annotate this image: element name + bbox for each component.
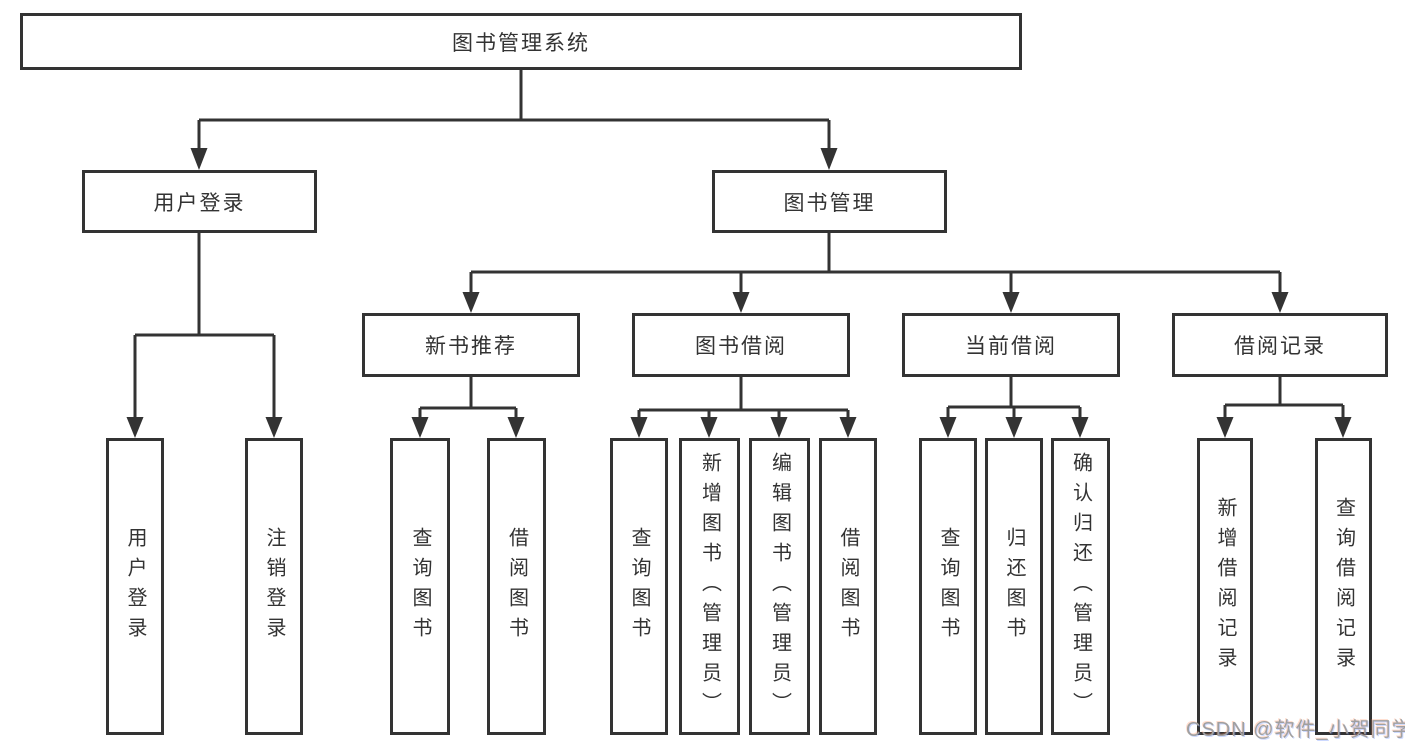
leaf-records-query-record: 查询借阅记录	[1315, 438, 1372, 735]
leaf-borrowing-borrow-books-label: 借阅图书	[837, 526, 859, 647]
node-book-borrowing: 图书借阅	[632, 313, 850, 377]
csdn-watermark: CSDN @软件_小贺同学	[1186, 719, 1405, 741]
leaf-borrowing-edit-books-label: 编辑图书（管理员）	[768, 451, 791, 722]
leaf-records-add-record-label: 新增借阅记录	[1214, 496, 1236, 677]
leaf-recommend-borrow-books: 借阅图书	[487, 438, 546, 735]
leaf-current-confirm-return: 确认归还（管理员）	[1051, 438, 1110, 735]
leaf-borrowing-borrow-books: 借阅图书	[819, 438, 877, 735]
node-new-book-recommend-label: 新书推荐	[425, 335, 517, 358]
node-borrowing-records: 借阅记录	[1172, 313, 1388, 377]
leaf-borrowing-query-books: 查询图书	[610, 438, 668, 735]
leaf-borrowing-query-books-label: 查询图书	[628, 526, 650, 647]
node-book-management-label: 图书管理	[783, 191, 876, 215]
leaf-borrowing-add-books: 新增图书（管理员）	[679, 438, 740, 735]
leaf-current-query-books-label: 查询图书	[937, 526, 959, 647]
node-root: 图书管理系统	[20, 13, 1022, 70]
node-book-management: 图书管理	[712, 170, 947, 233]
node-book-borrowing-label: 图书借阅	[695, 335, 787, 358]
leaf-recommend-query-books: 查询图书	[390, 438, 450, 735]
node-user-login: 用户登录	[82, 170, 317, 233]
leaf-recommend-query-books-label: 查询图书	[409, 526, 431, 647]
node-borrowing-records-label: 借阅记录	[1234, 335, 1326, 358]
node-new-book-recommend: 新书推荐	[362, 313, 580, 377]
node-current-borrowing: 当前借阅	[902, 313, 1120, 377]
leaf-records-add-record: 新增借阅记录	[1197, 438, 1253, 735]
leaf-user-login-label: 用户登录	[124, 526, 146, 647]
node-user-login-label: 用户登录	[153, 191, 246, 215]
node-current-borrowing-label: 当前借阅	[965, 335, 1057, 358]
leaf-user-login: 用户登录	[106, 438, 164, 735]
node-root-label: 图书管理系统	[452, 31, 590, 55]
leaf-current-return-books: 归还图书	[985, 438, 1043, 735]
leaf-records-query-record-label: 查询借阅记录	[1332, 496, 1355, 677]
leaf-current-query-books: 查询图书	[919, 438, 977, 735]
leaf-borrowing-add-books-label: 新增图书（管理员）	[698, 451, 721, 722]
leaf-logout-label: 注销登录	[263, 526, 285, 647]
leaf-current-confirm-return-label: 确认归还（管理员）	[1069, 451, 1092, 722]
leaf-recommend-borrow-books-label: 借阅图书	[505, 526, 528, 647]
leaf-borrowing-edit-books: 编辑图书（管理员）	[749, 438, 810, 735]
leaf-current-return-books-label: 归还图书	[1003, 526, 1025, 647]
leaf-logout: 注销登录	[245, 438, 303, 735]
